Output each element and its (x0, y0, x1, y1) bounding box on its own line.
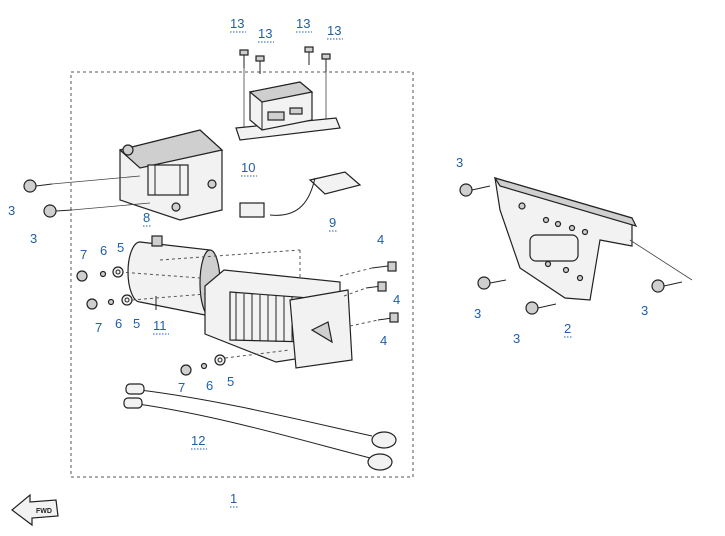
fairlead-8 (118, 129, 224, 221)
callout-4: 4 (380, 333, 387, 348)
callout-7: 7 (95, 320, 102, 335)
callout-9: 9 (329, 215, 336, 230)
callout-6: 6 (100, 243, 107, 258)
winch-11 (127, 235, 353, 369)
callout-3: 3 (513, 331, 520, 346)
callout-6: 6 (206, 378, 213, 393)
bolt-13c (304, 46, 314, 65)
callout-labels: 13 13 13 13 10 3 3 8 9 7 6 5 7 6 5 11 4 … (8, 16, 648, 508)
callout-4: 4 (393, 292, 400, 307)
bolt-3-plate-top (459, 183, 491, 197)
hardware-stack-lower (180, 349, 291, 376)
callout-10: 10 (241, 160, 255, 175)
hardware-stack-upper (76, 266, 124, 282)
bolt-4c (349, 312, 399, 327)
contactor-10 (235, 81, 341, 141)
callout-5: 5 (117, 240, 124, 255)
callout-2: 2 (564, 321, 571, 336)
callout-3: 3 (474, 306, 481, 321)
bolt-13b (255, 55, 265, 74)
bolt-3-lower-left (43, 202, 151, 218)
bolt-13a (239, 49, 249, 68)
forward-direction-badge: FWD (11, 493, 59, 527)
callout-4: 4 (377, 232, 384, 247)
callout-3: 3 (641, 303, 648, 318)
bolt-3-plate-right (629, 239, 693, 293)
bolt-4a (339, 261, 397, 277)
switch-harness-9 (239, 171, 362, 218)
callout-1: 1 (230, 491, 237, 506)
callout-8: 8 (143, 210, 150, 225)
bolt-4b (343, 281, 387, 297)
bolt-3-plate-bottom (525, 301, 557, 315)
callout-7: 7 (80, 247, 87, 262)
callout-3: 3 (8, 203, 15, 218)
callout-11: 11 (153, 318, 167, 333)
hardware-stack-middle (86, 293, 206, 310)
callout-13: 13 (230, 16, 244, 31)
callout-7: 7 (178, 380, 185, 395)
callout-5: 5 (133, 316, 140, 331)
callout-13: 13 (296, 16, 310, 31)
bolt-13d (321, 53, 331, 72)
battery-cables-12 (123, 383, 397, 471)
callout-13: 13 (258, 26, 272, 41)
forward-badge-label: FWD (36, 508, 52, 515)
bolt-3-upper-left (23, 175, 141, 193)
bolt-13-group (239, 46, 331, 128)
callout-6: 6 (115, 316, 122, 331)
callout-5: 5 (227, 374, 234, 389)
callout-13: 13 (327, 23, 341, 38)
mounting-plate-2 (493, 176, 638, 301)
assembly-group-outline (70, 71, 414, 478)
callout-3: 3 (30, 231, 37, 246)
callout-3: 3 (456, 155, 463, 170)
callout-12: 12 (191, 433, 205, 448)
bolt-3-plate-left (477, 276, 507, 290)
